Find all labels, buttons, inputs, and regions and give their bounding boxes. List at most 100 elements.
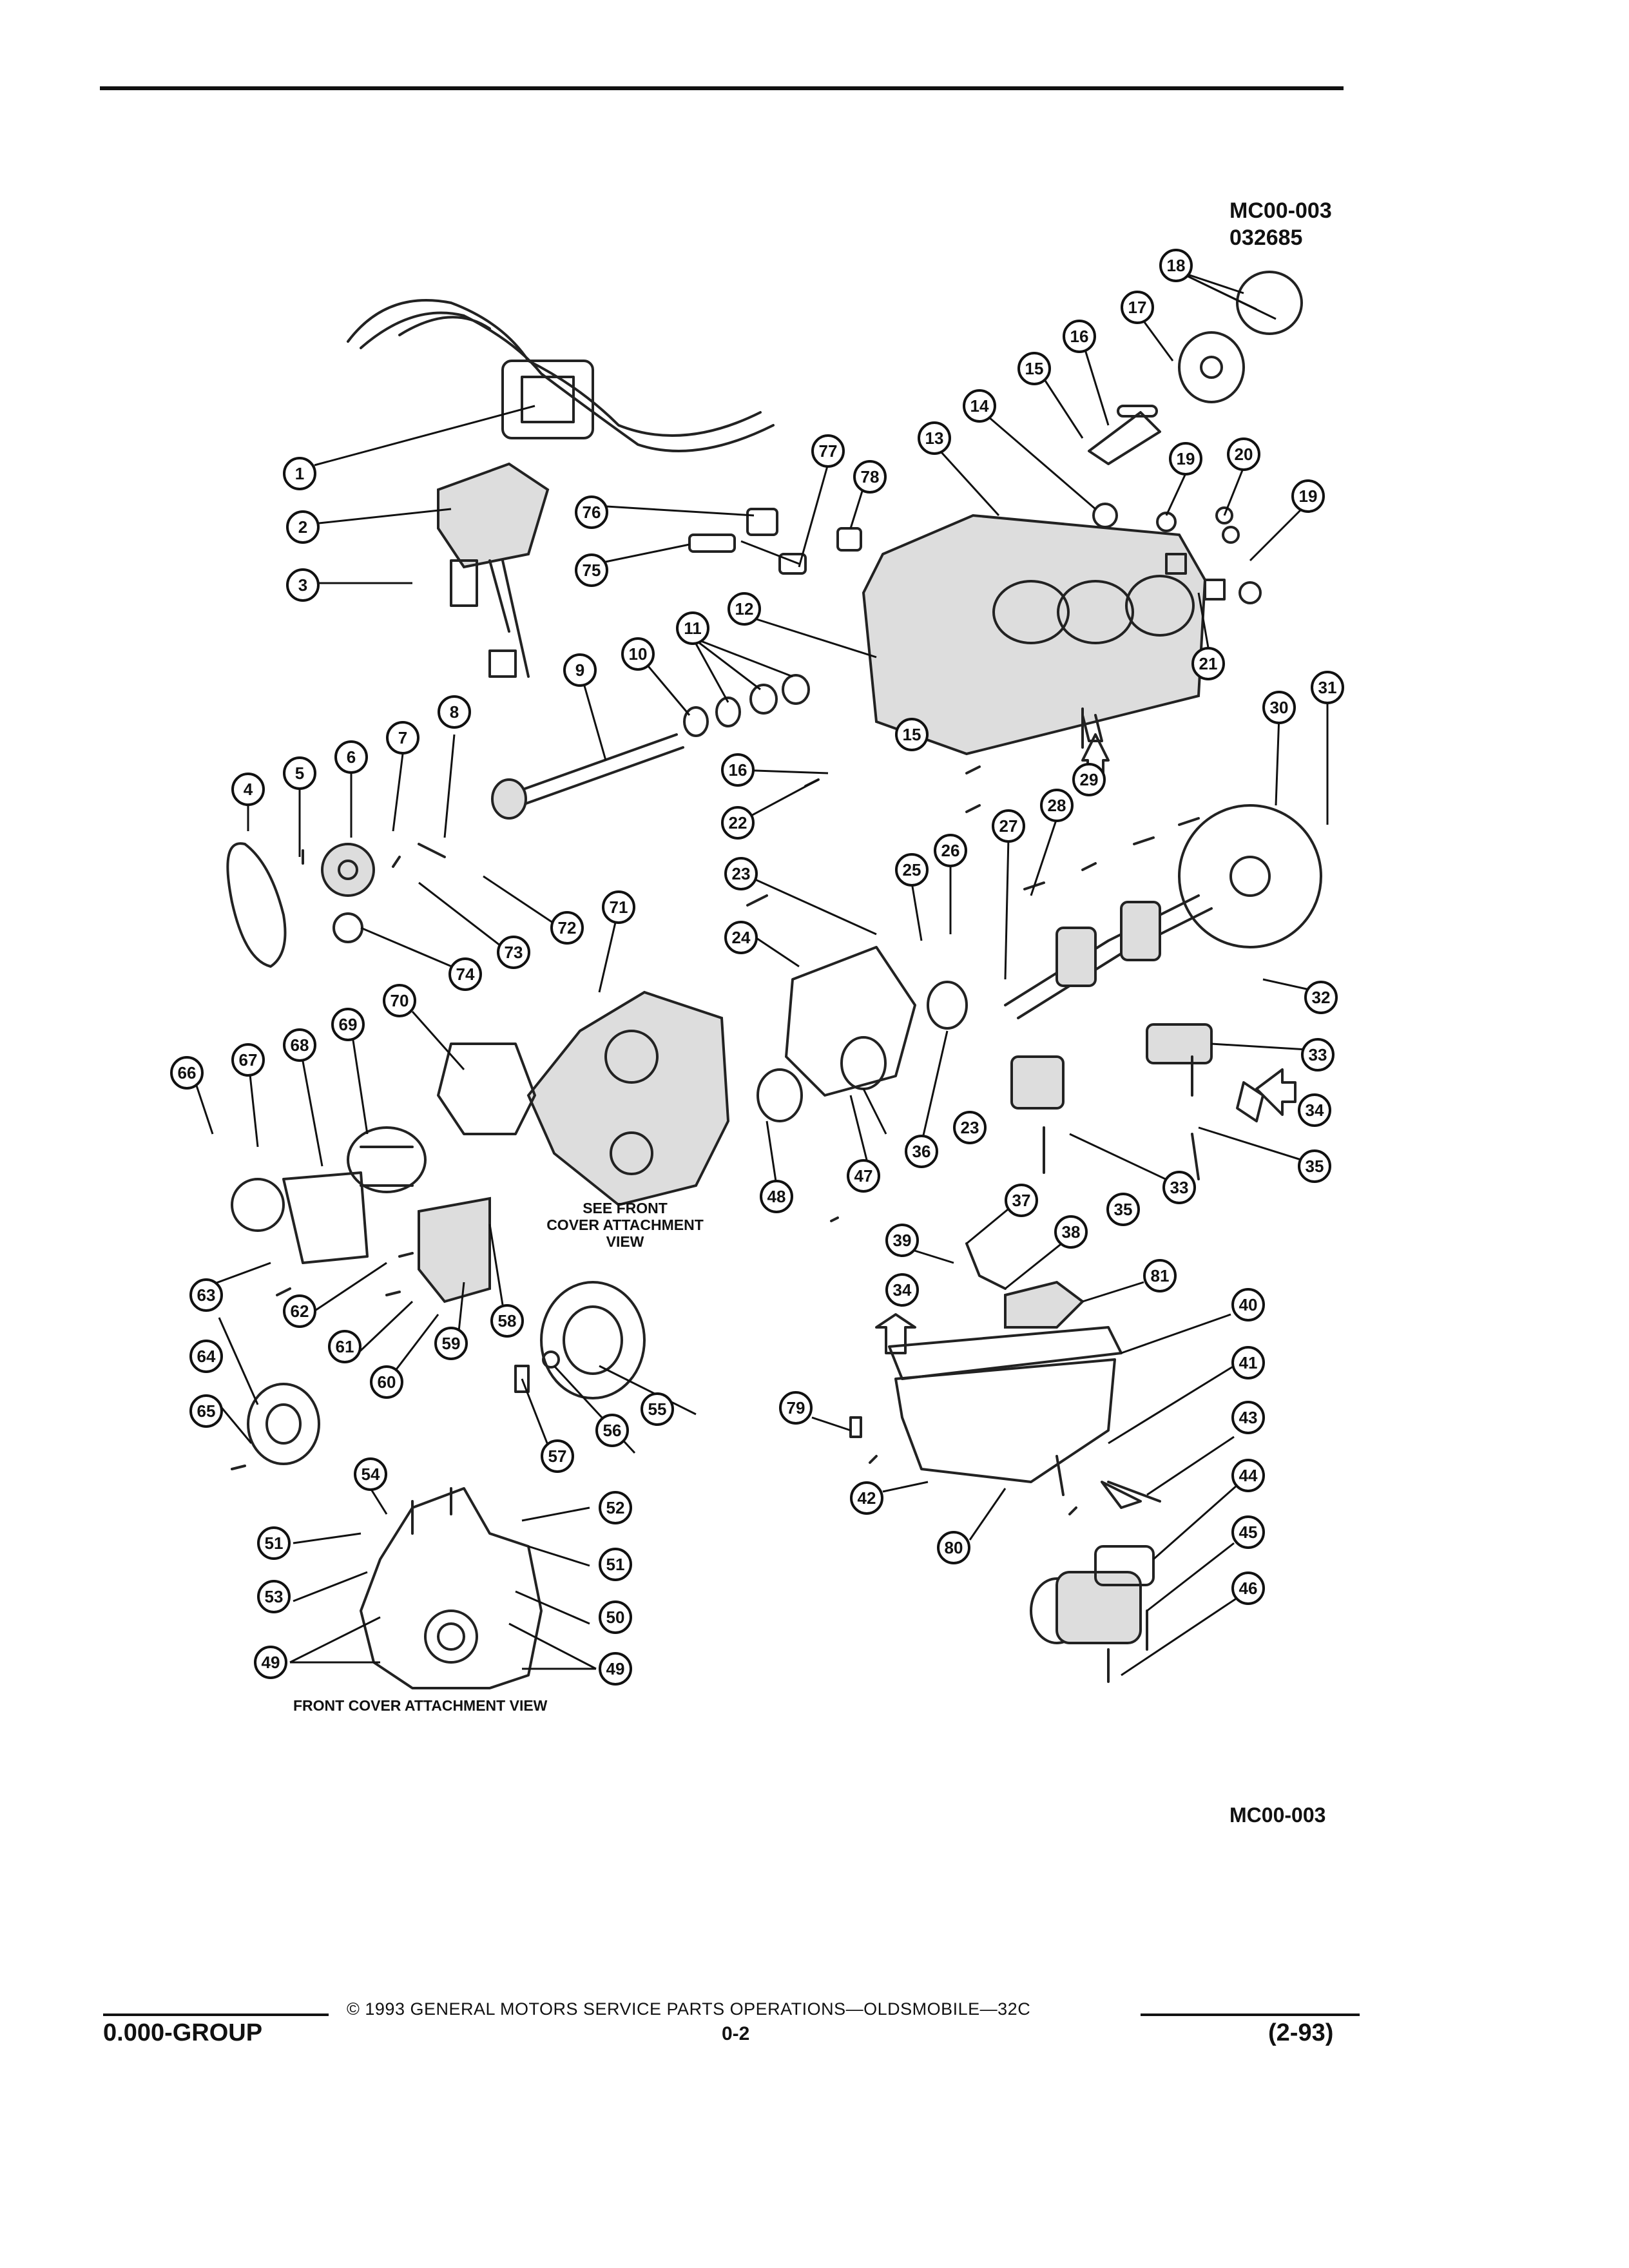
callout-34-right: 34 [1298, 1093, 1331, 1127]
callout-70: 70 [383, 984, 416, 1017]
callout-65: 65 [189, 1394, 223, 1428]
callout-38: 38 [1054, 1215, 1088, 1249]
svg-text:41: 41 [1239, 1353, 1258, 1372]
callout-72: 72 [550, 911, 584, 945]
callout-18: 18 [1159, 249, 1193, 282]
footer-group: 0.000-GROUP [103, 2019, 263, 2046]
bottom-drawing-code: MC00-003 [1229, 1803, 1326, 1827]
svg-text:9: 9 [575, 660, 584, 680]
svg-text:4: 4 [244, 780, 253, 799]
svg-text:10: 10 [629, 644, 648, 664]
svg-text:33: 33 [1170, 1178, 1189, 1197]
callout-43: 43 [1231, 1401, 1265, 1434]
callout-69: 69 [331, 1008, 365, 1041]
callout-32: 32 [1304, 981, 1338, 1014]
svg-text:57: 57 [548, 1446, 567, 1466]
svg-text:54: 54 [361, 1465, 380, 1484]
callout-50: 50 [599, 1600, 632, 1634]
callout-12: 12 [728, 592, 761, 626]
callout-68: 68 [283, 1028, 316, 1062]
callout-35-right: 35 [1298, 1149, 1331, 1183]
svg-text:40: 40 [1239, 1295, 1258, 1314]
svg-text:24: 24 [732, 928, 751, 947]
callout-39: 39 [885, 1224, 919, 1257]
svg-text:53: 53 [265, 1587, 284, 1606]
callout-55: 55 [641, 1392, 674, 1426]
callout-66: 66 [170, 1056, 204, 1090]
svg-text:51: 51 [606, 1555, 625, 1574]
svg-text:35: 35 [1114, 1200, 1133, 1219]
svg-text:59: 59 [442, 1334, 461, 1353]
callout-49-left: 49 [254, 1646, 287, 1679]
callout-44: 44 [1231, 1459, 1265, 1492]
svg-text:55: 55 [648, 1399, 667, 1419]
timing-chain-and-sprockets [226, 842, 446, 968]
front-cover [437, 990, 730, 1207]
callout-35-bottom: 35 [1106, 1193, 1140, 1226]
seals-and-bearing-caps [757, 707, 1264, 1174]
svg-text:72: 72 [558, 918, 577, 937]
oil-pump-and-pan [849, 1242, 1161, 1503]
callout-16-mid: 16 [721, 753, 755, 787]
footer-page-number: 0-2 [722, 2023, 750, 2044]
svg-text:79: 79 [787, 1398, 805, 1418]
callout-15-mid: 15 [895, 718, 929, 751]
svg-text:36: 36 [912, 1142, 931, 1161]
svg-text:50: 50 [606, 1608, 625, 1627]
callout-25: 25 [895, 853, 929, 887]
callout-45: 45 [1231, 1515, 1265, 1549]
callout-16-top: 16 [1063, 320, 1096, 353]
svg-text:12: 12 [735, 599, 754, 619]
svg-text:7: 7 [398, 728, 407, 747]
pulleys [247, 1281, 646, 1465]
svg-text:33: 33 [1309, 1045, 1327, 1064]
svg-text:18: 18 [1167, 256, 1186, 275]
svg-text:14: 14 [970, 396, 989, 416]
callout-23-top: 23 [724, 857, 758, 890]
starter-motor [1030, 1545, 1155, 1683]
svg-text:70: 70 [390, 991, 409, 1010]
callout-9: 9 [563, 653, 597, 687]
callout-58: 58 [490, 1304, 524, 1338]
svg-text:25: 25 [903, 860, 921, 879]
svg-text:19: 19 [1177, 449, 1195, 468]
piston-and-rod-assembly [1088, 271, 1303, 604]
svg-text:51: 51 [265, 1533, 284, 1553]
svg-text:74: 74 [456, 965, 475, 984]
svg-text:37: 37 [1012, 1191, 1031, 1210]
callout-73: 73 [497, 936, 530, 969]
svg-text:67: 67 [239, 1050, 258, 1070]
callout-34-pan: 34 [885, 1273, 919, 1307]
callout-27: 27 [992, 809, 1025, 843]
footer-rule-right [1141, 2013, 1360, 2016]
svg-text:29: 29 [1080, 770, 1099, 789]
callout-33-right: 33 [1301, 1038, 1335, 1072]
callout-75: 75 [575, 553, 608, 587]
svg-text:76: 76 [583, 503, 601, 522]
callout-14: 14 [963, 389, 996, 423]
callout-51-right: 51 [599, 1548, 632, 1581]
svg-text:75: 75 [583, 561, 601, 580]
callout-77: 77 [811, 434, 845, 468]
svg-text:15: 15 [1025, 359, 1044, 378]
svg-text:27: 27 [999, 816, 1018, 836]
svg-text:17: 17 [1128, 298, 1147, 317]
svg-text:52: 52 [606, 1498, 625, 1517]
callout-67: 67 [231, 1043, 265, 1077]
callout-62: 62 [283, 1294, 316, 1328]
drawing-date: 032685 [1229, 226, 1303, 250]
front-cover-note-line-2: COVER ATTACHMENT [546, 1216, 704, 1233]
svg-text:1: 1 [295, 464, 304, 483]
callout-71: 71 [602, 890, 635, 924]
svg-text:64: 64 [197, 1347, 216, 1366]
callout-29: 29 [1072, 763, 1106, 796]
callout-40: 40 [1231, 1288, 1265, 1321]
svg-text:63: 63 [197, 1285, 216, 1305]
svg-text:19: 19 [1299, 486, 1318, 506]
svg-text:68: 68 [291, 1035, 309, 1055]
callout-6: 6 [334, 740, 368, 774]
svg-text:3: 3 [298, 575, 307, 595]
svg-text:23: 23 [961, 1118, 979, 1137]
svg-text:81: 81 [1151, 1266, 1170, 1285]
